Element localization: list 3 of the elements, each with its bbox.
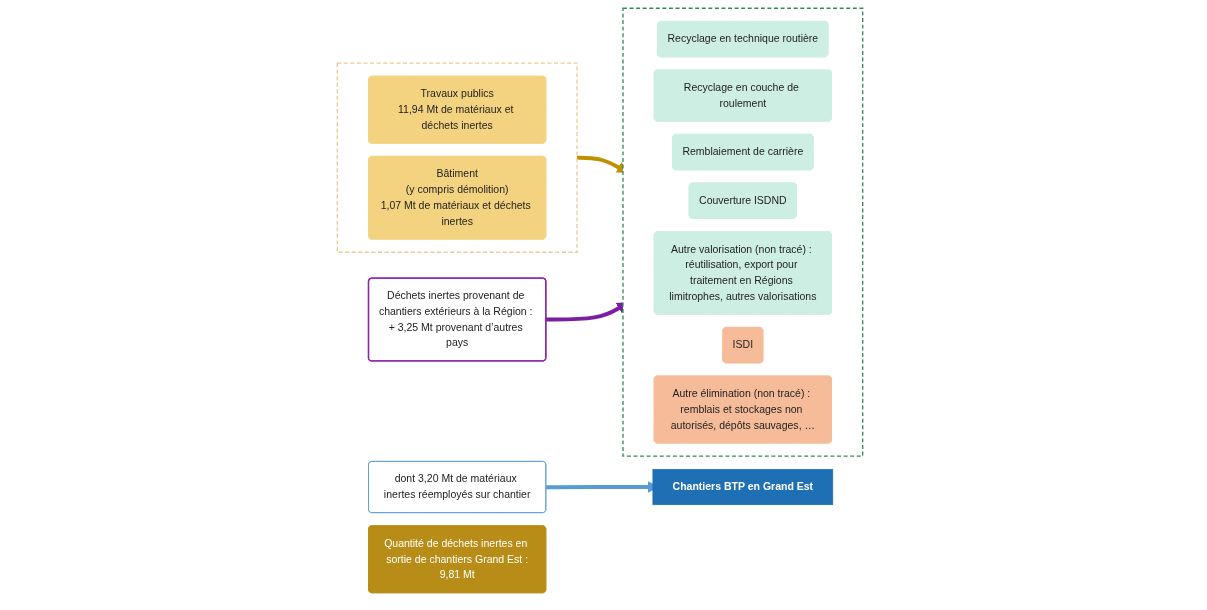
cluster <box>336 61 578 253</box>
node-box: Chantiers BTP en Grand Est <box>652 468 834 505</box>
cluster <box>622 7 864 457</box>
